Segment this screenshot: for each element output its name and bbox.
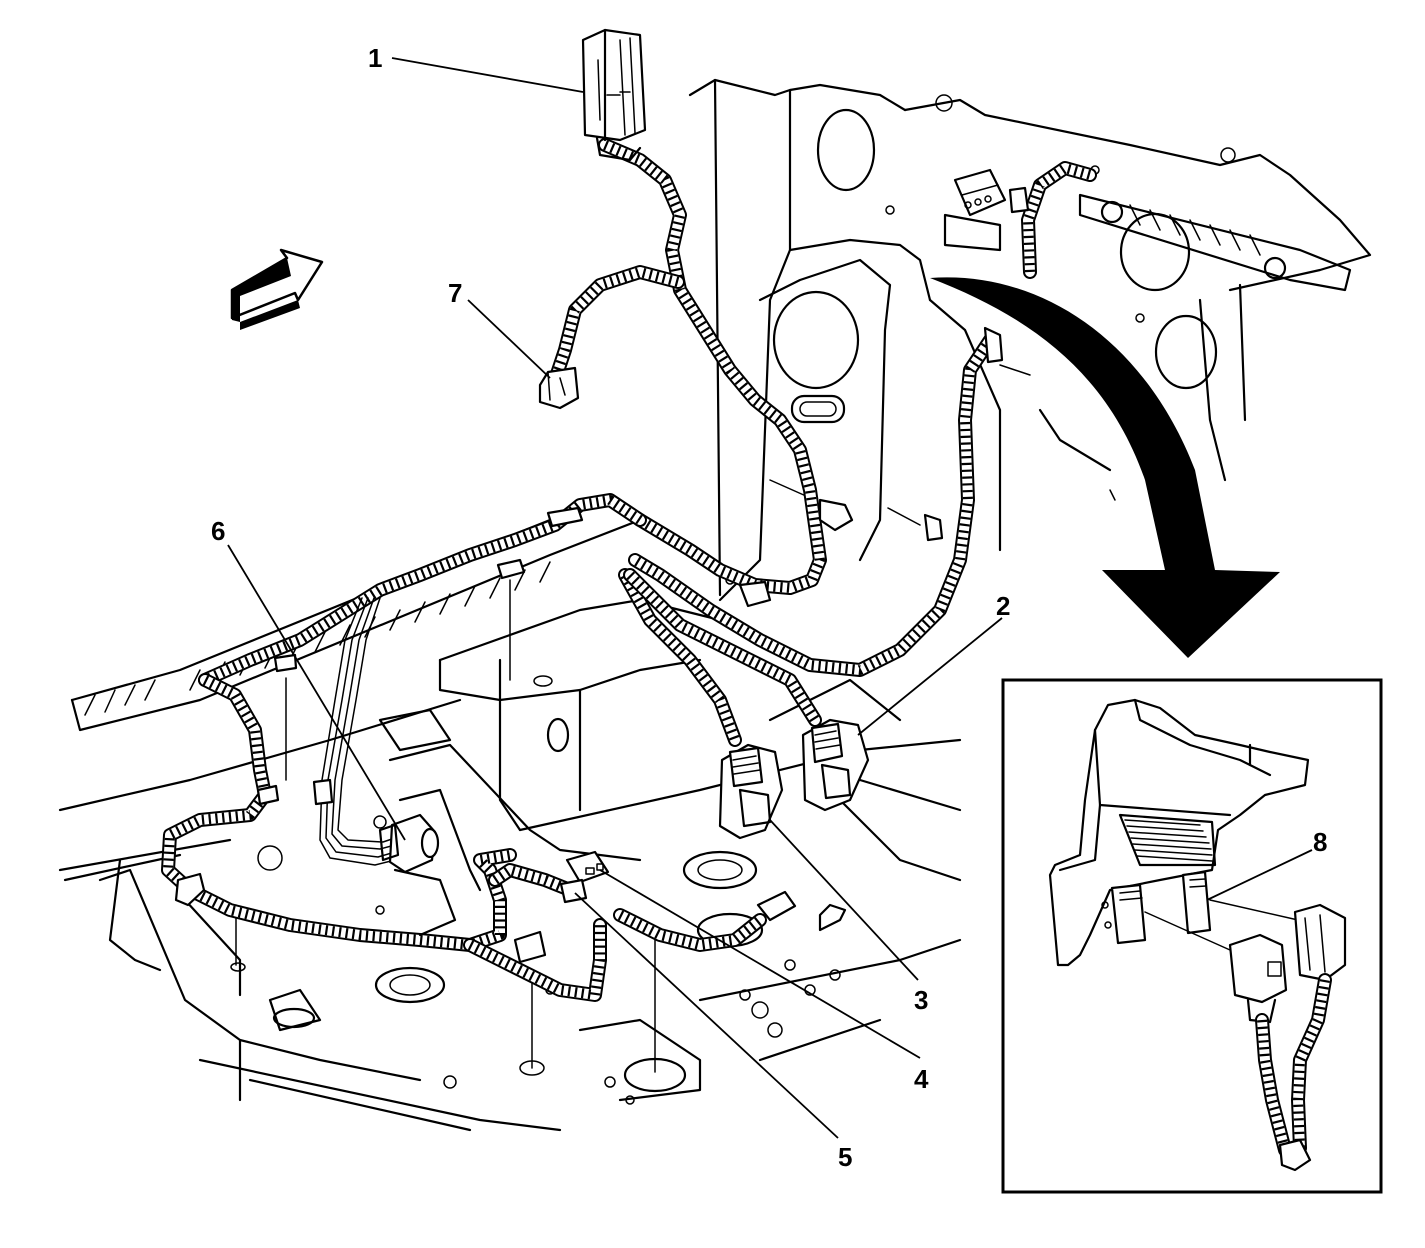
component-6 xyxy=(378,813,457,937)
callout-8: 8 xyxy=(1206,827,1327,901)
callout-3: 3 xyxy=(769,819,928,1015)
callout-label-1: 1 xyxy=(368,43,382,73)
callout-label-7: 7 xyxy=(448,278,462,308)
callout-label-5: 5 xyxy=(838,1142,852,1172)
connector-1 xyxy=(581,28,647,162)
detail-view-arrow xyxy=(930,277,1280,658)
callout-label-6: 6 xyxy=(211,516,225,546)
callout-5: 5 xyxy=(574,892,852,1172)
module-detail-view xyxy=(1001,678,1383,1194)
connector-3 xyxy=(718,743,784,840)
callout-label-3: 3 xyxy=(914,985,928,1015)
callout-7: 7 xyxy=(448,278,551,379)
callout-4: 4 xyxy=(599,869,929,1094)
connector-2 xyxy=(801,718,870,812)
front-direction-arrow xyxy=(230,248,324,330)
floor-structure xyxy=(58,364,1031,1132)
connector-right-small xyxy=(756,890,797,922)
callout-6: 6 xyxy=(211,516,406,841)
body-structure xyxy=(688,78,1372,602)
callout-1: 1 xyxy=(368,43,584,93)
callout-2: 2 xyxy=(857,591,1010,736)
wiring-harness xyxy=(161,138,1097,1002)
harness-clips xyxy=(174,186,1030,964)
connector-4 xyxy=(565,850,610,884)
callout-label-2: 2 xyxy=(996,591,1010,621)
callout-label-4: 4 xyxy=(914,1064,929,1094)
callout-label-8: 8 xyxy=(1313,827,1327,857)
